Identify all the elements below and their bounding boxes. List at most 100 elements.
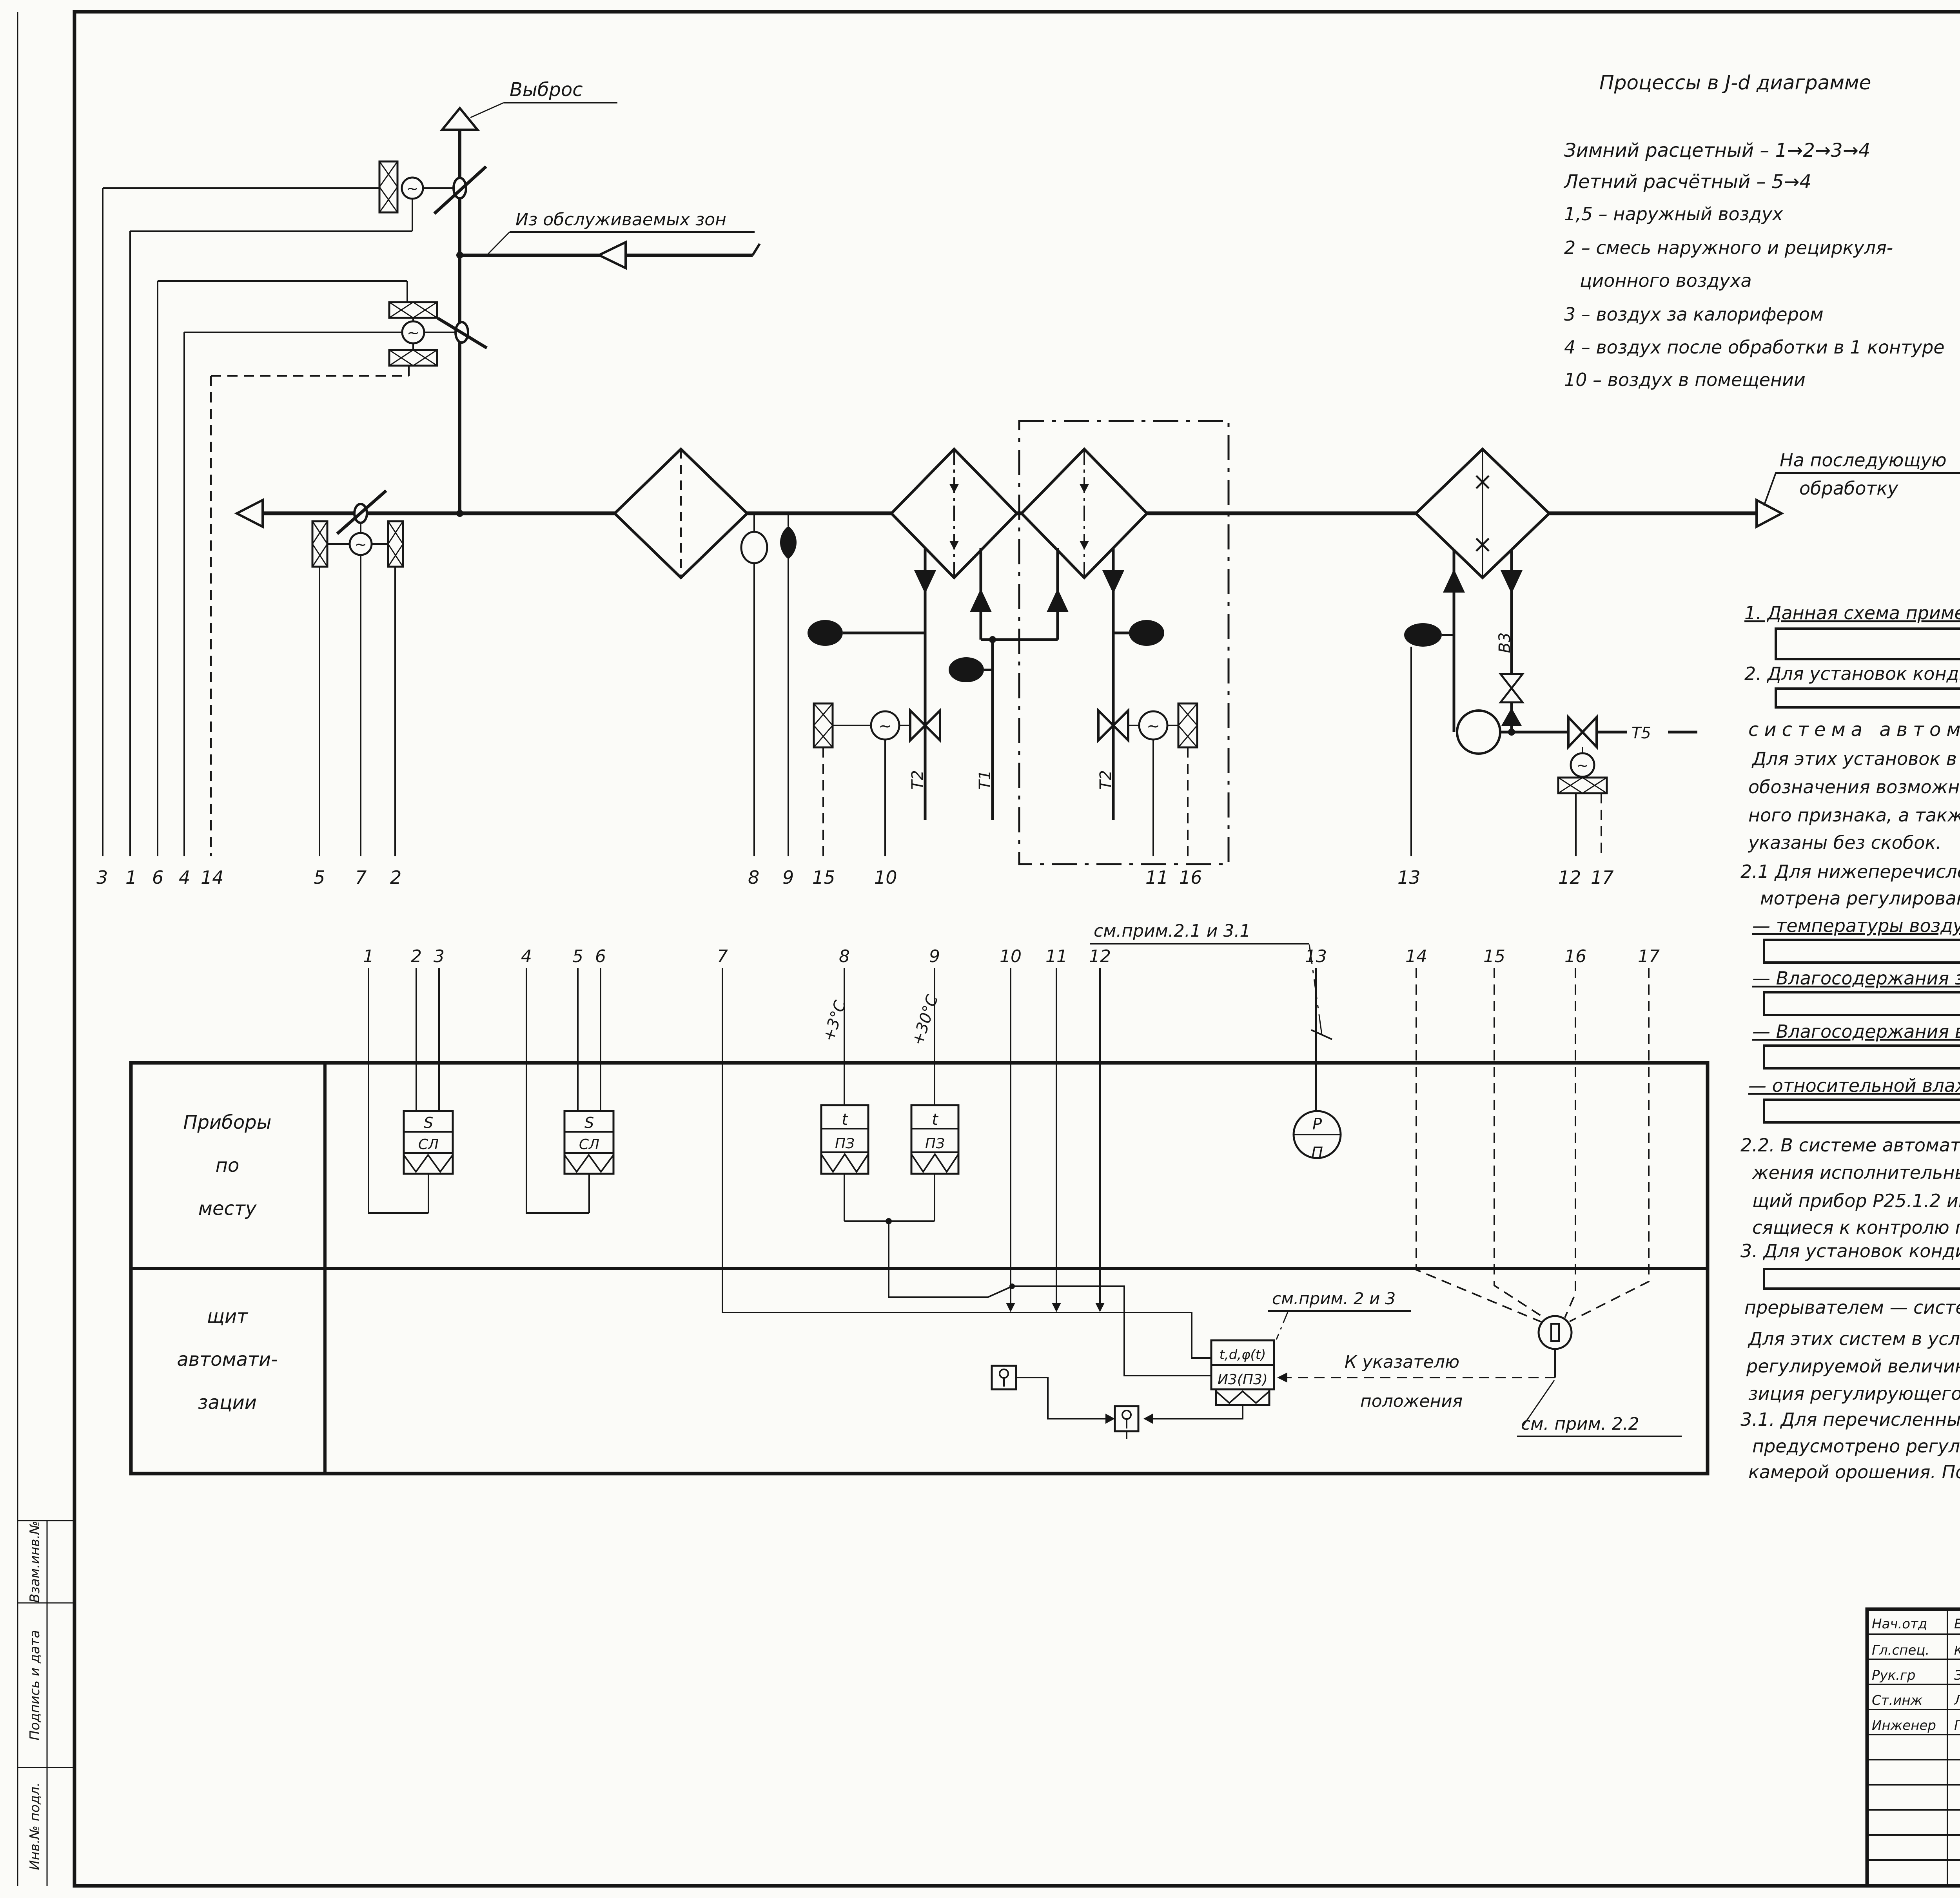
svg-text:5: 5: [572, 946, 583, 966]
svg-text:Для этих установок в условном: Для этих установок в условном изображени…: [1751, 748, 1960, 769]
blank-box: [1763, 939, 1960, 964]
pipe-t5-label: Т5: [1632, 724, 1651, 742]
svg-text:— относительной влажности в об: — относительной влажности в обслуживаемо…: [1748, 1075, 1960, 1096]
svg-text:8: 8: [839, 946, 850, 966]
setpoint-label: +3°C: [820, 998, 850, 1044]
wire-label: 13: [1397, 867, 1421, 888]
svg-text:t: t: [842, 1111, 848, 1129]
spray-chamber: В3 Т5 ~: [1404, 447, 1697, 856]
wire-label: 16: [1179, 867, 1202, 888]
svg-text:Летний расчётный – 5→4: Летний расчётный – 5→4: [1563, 171, 1811, 193]
circuit-boundary: [1018, 420, 1230, 865]
svg-text:Гл.спец.: Гл.спец.: [1872, 1642, 1929, 1658]
margin-label-vzam: Взам.инв.№: [27, 1521, 43, 1603]
svg-text:Карпишевский: Карпишевский: [1954, 1644, 1960, 1658]
exhaust-damper: ~: [378, 160, 487, 231]
blank-box: [1763, 1044, 1960, 1070]
intake-arrow-icon: [234, 498, 264, 529]
svg-text:ПЗ: ПЗ: [835, 1136, 855, 1152]
row1-label: по: [216, 1155, 240, 1177]
temp-bulb-icon: [949, 657, 984, 682]
blank-box: [1763, 991, 1960, 1016]
to-next-label-1: На последующую: [1780, 450, 1947, 471]
svg-text:сящиеся к контролю положения,: сящиеся к контролю положения, показаны ш…: [1752, 1217, 1960, 1238]
motor-icon: ~: [407, 324, 419, 341]
wire-label: 11: [1145, 867, 1169, 888]
temp-bulb-icon: [1129, 620, 1164, 646]
svg-text:t: t: [932, 1111, 938, 1129]
svg-text:10 – воздух в помещении: 10 – воздух в помещении: [1564, 369, 1806, 390]
motor-icon: ~: [406, 180, 419, 197]
row2-label: щит: [207, 1305, 249, 1327]
svg-text:предусмотрено регулирование те: предусмотрено регулирование температуры …: [1752, 1436, 1960, 1457]
spray-x-icon: [1475, 538, 1490, 552]
to-indicator-label: К указателю: [1345, 1352, 1459, 1372]
svg-text:11: 11: [1045, 946, 1067, 966]
svg-text:— температуры воздуха за камер: — температуры воздуха за камерой орошени…: [1752, 915, 1960, 936]
pipe-t2-label: Т2: [909, 770, 927, 790]
svg-text:3 – воздух за калорифером: 3 – воздух за калорифером: [1564, 304, 1824, 325]
spray-x-icon: [1475, 475, 1490, 489]
from-zones-duct: Из обслуживаемых зон: [456, 210, 761, 270]
heater1-valve-group: ~ Т2: [808, 548, 941, 856]
wire-label: 9: [782, 867, 794, 888]
svg-text:П: П: [1311, 1144, 1323, 1162]
svg-text:обозначения возможных регулиру: обозначения возможных регулируемых велич…: [1748, 776, 1960, 798]
wire-label: 8: [748, 867, 759, 888]
blank-box: [1775, 627, 1960, 660]
flow-down-arrow-icon: [914, 570, 936, 594]
regulator-block: t,d,φ(t) И3(П3): [1210, 1339, 1275, 1406]
svg-text:2.1 Для нижеперечисленных уста: 2.1 Для нижеперечисленных установок конд…: [1740, 861, 1960, 882]
svg-text:СЛ: СЛ: [418, 1137, 439, 1153]
wire-label: 12: [1558, 867, 1581, 888]
svg-text:Ст.инж: Ст.инж: [1872, 1693, 1923, 1708]
recirculation-damper: ~: [388, 301, 488, 367]
row2-label: зации: [198, 1392, 257, 1414]
margin-label-podpis: Подпись и дата: [27, 1630, 43, 1740]
svg-text:регулируемой величины и функци: регулируемой величины и функционального …: [1746, 1356, 1960, 1377]
svg-text:Инженер: Инженер: [1872, 1718, 1936, 1733]
duct-sensor-9: [780, 513, 797, 856]
position-indicator: [1537, 1315, 1573, 1378]
control-key-1: [991, 1365, 1017, 1390]
filter: [612, 447, 750, 580]
motor-icon: ~: [354, 536, 367, 553]
blank-box: [1763, 1268, 1960, 1290]
from-zones-arrow-icon: [596, 240, 627, 270]
svg-text:И3(П3): И3(П3): [1218, 1372, 1268, 1388]
svg-text:Лазоренко: Лазоренко: [1953, 1693, 1960, 1708]
svg-text:2 – смесь наружного и рециркул: 2 – смесь наружного и рециркуля-: [1564, 237, 1893, 258]
wire-label: 17: [1591, 867, 1614, 888]
wire-label: 4: [179, 867, 190, 888]
heater-2: [1020, 447, 1149, 580]
svg-text:3. Для установок кондициониров: 3. Для установок кондиционирования: [1740, 1240, 1960, 1262]
thermostat-block-2: t ПЗ: [910, 1104, 960, 1175]
t1-supply: Т1: [949, 548, 1069, 820]
sheet-frame: Взам.инв.№ Подпись и дата Инв.№ подл.: [17, 10, 1960, 1888]
svg-text:мотрена регулирование следующи: мотрена регулирование следующих параметр…: [1760, 888, 1960, 909]
motor-icon: ~: [878, 717, 892, 735]
wire-label: 6: [152, 867, 163, 888]
svg-text:16: 16: [1564, 946, 1586, 966]
svg-text:Зимний расцетный – 1→2→3→4: Зимний расцетный – 1→2→3→4: [1564, 140, 1870, 161]
wire-label: 14: [201, 867, 224, 888]
svg-text:Зингерман: Зингерман: [1954, 1668, 1960, 1683]
svg-text:ционного воздуха: ционного воздуха: [1580, 270, 1752, 291]
svg-text:указаны без скобок.: указаны без скобок.: [1748, 832, 1942, 853]
note-ref-top: см.прим.2.1 и 3.1: [1090, 921, 1332, 1040]
svg-text:зиция регулирующего прибора ук: зиция регулирующего прибора указаны в ск…: [1748, 1383, 1960, 1404]
pipe-t1-label: Т1: [976, 770, 994, 790]
svg-text:14: 14: [1405, 946, 1427, 966]
row1-label: месту: [198, 1198, 257, 1220]
svg-text:Р: Р: [1312, 1115, 1322, 1133]
pump-icon: [1456, 709, 1501, 755]
temp-bulb-icon: [1404, 623, 1442, 647]
from-zones-label: Из обслуживаемых зон: [515, 210, 726, 230]
svg-text:см.прим.2.1 и 3.1: см.прим.2.1 и 3.1: [1094, 921, 1250, 941]
see-note-22: см. прим. 2.2: [1521, 1414, 1639, 1434]
margin-label-inv: Инв.№ подл.: [27, 1782, 43, 1870]
pressure-instrument: Р П: [1292, 1110, 1342, 1162]
svg-text:ного признака, а также позиция: ного признака, а также позиция регулирую…: [1748, 805, 1960, 826]
row2-label: автомати-: [177, 1349, 278, 1370]
svg-text:7: 7: [717, 946, 728, 966]
